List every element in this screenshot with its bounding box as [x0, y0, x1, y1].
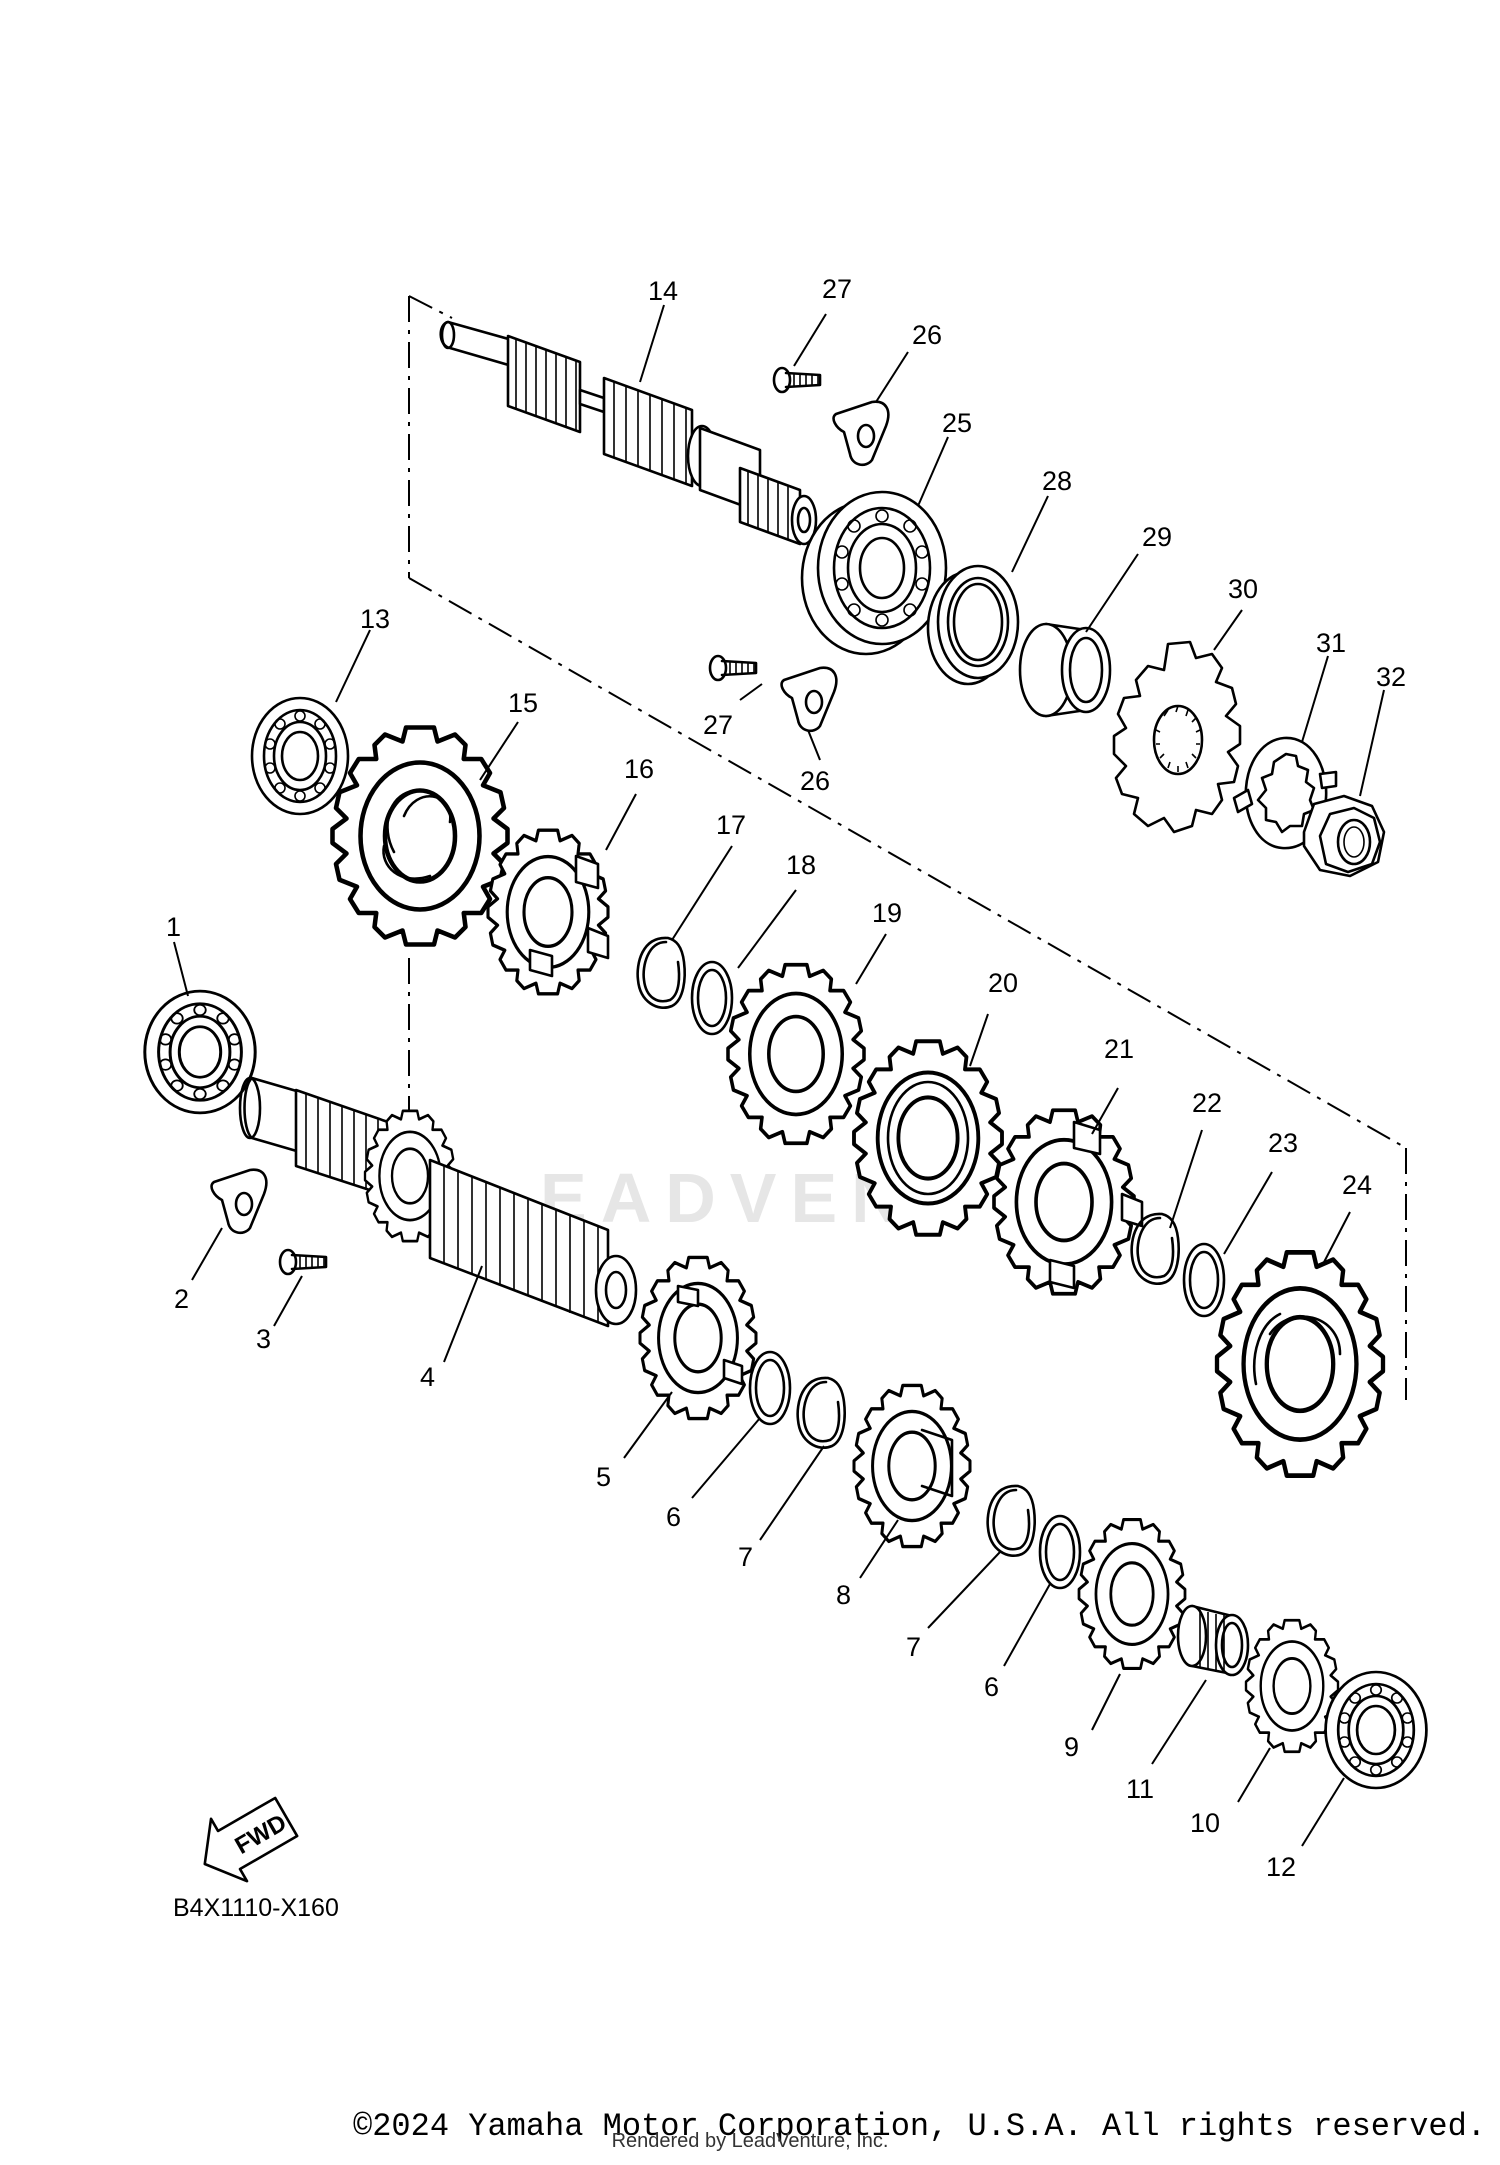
- gear-21: [992, 1108, 1144, 1296]
- callout-1: 1: [166, 912, 181, 942]
- callout-6-lower: 6: [984, 1672, 999, 1702]
- lock-plate-26-upper: [832, 400, 890, 467]
- needle-bearing-11: [1176, 1604, 1250, 1677]
- callout-2: 2: [174, 1284, 189, 1314]
- callout-24: 24: [1342, 1170, 1372, 1200]
- gear-19: [726, 962, 866, 1146]
- callout-numbers: 14 27 26 25 28 29 30 31 32 27 26 13 15 1…: [166, 274, 1406, 1882]
- nut-32: [1302, 794, 1386, 878]
- gear-8: [852, 1383, 972, 1549]
- leader-lines: [173, 304, 1385, 1847]
- callout-8: 8: [836, 1580, 851, 1610]
- circlip-17: [636, 936, 686, 1010]
- drive-axle-4: [238, 1076, 638, 1328]
- washer-23: [1182, 1242, 1226, 1318]
- circlip-7-lower: [986, 1484, 1036, 1558]
- callout-20: 20: [988, 968, 1018, 998]
- gear-16: [486, 828, 610, 996]
- washer-6-upper: [748, 1350, 792, 1426]
- callout-15: 15: [508, 688, 538, 718]
- callout-27-lower: 27: [703, 710, 733, 740]
- lock-plate-26-lower: [780, 666, 838, 733]
- callout-17: 17: [716, 810, 746, 840]
- diagram-code: B4X1110-X160: [173, 1894, 339, 1922]
- reference-lines: [408, 295, 1407, 1400]
- gear-24: [1217, 1252, 1383, 1475]
- screw-3: [278, 1248, 328, 1276]
- lock-plate-2: [210, 1168, 268, 1235]
- bearing-13: [250, 696, 350, 816]
- callout-7-lower: 7: [906, 1632, 921, 1662]
- gear-5: [638, 1255, 758, 1421]
- callout-4: 4: [420, 1362, 435, 1392]
- fwd-arrow-icon: FWD: [203, 1796, 299, 1883]
- gear-20: [854, 1041, 1002, 1234]
- callout-30: 30: [1228, 574, 1258, 604]
- callout-22: 22: [1192, 1088, 1222, 1118]
- gear-9: [1077, 1518, 1187, 1670]
- gear-10: [1244, 1618, 1340, 1754]
- callout-6-upper: 6: [666, 1502, 681, 1532]
- callout-23: 23: [1268, 1128, 1298, 1158]
- callout-12: 12: [1266, 1852, 1296, 1882]
- callout-11: 11: [1126, 1774, 1154, 1804]
- callout-26-lower: 26: [800, 766, 830, 796]
- bearing-25: [800, 490, 948, 656]
- main-shaft: [439, 320, 818, 546]
- callout-26-upper: 26: [912, 320, 942, 350]
- callout-5: 5: [596, 1462, 611, 1492]
- callout-25: 25: [942, 408, 972, 438]
- rendered-by-notice: Rendered by LeadVenture, Inc.: [611, 2130, 889, 2152]
- copyright-notice: ©2024 Yamaha Motor Corporation, U.S.A. A…: [353, 2108, 1486, 2145]
- callout-3: 3: [256, 1324, 271, 1354]
- washer-18: [690, 960, 734, 1036]
- callout-31: 31: [1316, 628, 1346, 658]
- bearing-1: [143, 989, 257, 1115]
- sprocket-30: [1112, 640, 1242, 834]
- callout-18: 18: [786, 850, 816, 880]
- oil-seal-28: [926, 564, 1020, 686]
- callout-9: 9: [1064, 1732, 1079, 1762]
- callout-19: 19: [872, 898, 902, 928]
- callout-21: 21: [1104, 1034, 1134, 1064]
- callout-14: 14: [648, 276, 678, 306]
- callout-7-upper: 7: [738, 1542, 753, 1572]
- screw-27-lower: [708, 654, 758, 682]
- screw-27-upper: [772, 366, 822, 394]
- collar-29: [1018, 622, 1112, 718]
- callout-13: 13: [360, 604, 390, 634]
- bearing-12: [1324, 1670, 1428, 1790]
- circlip-7-upper: [796, 1376, 846, 1450]
- lock-washer-31: [1232, 736, 1338, 850]
- callout-28: 28: [1042, 466, 1072, 496]
- callout-32: 32: [1376, 662, 1406, 692]
- callout-10: 10: [1190, 1808, 1220, 1838]
- callout-27-upper: 27: [822, 274, 852, 304]
- callout-16: 16: [624, 754, 654, 784]
- gear-15: [333, 728, 508, 945]
- washer-6-lower: [1038, 1514, 1082, 1590]
- callout-29: 29: [1142, 522, 1172, 552]
